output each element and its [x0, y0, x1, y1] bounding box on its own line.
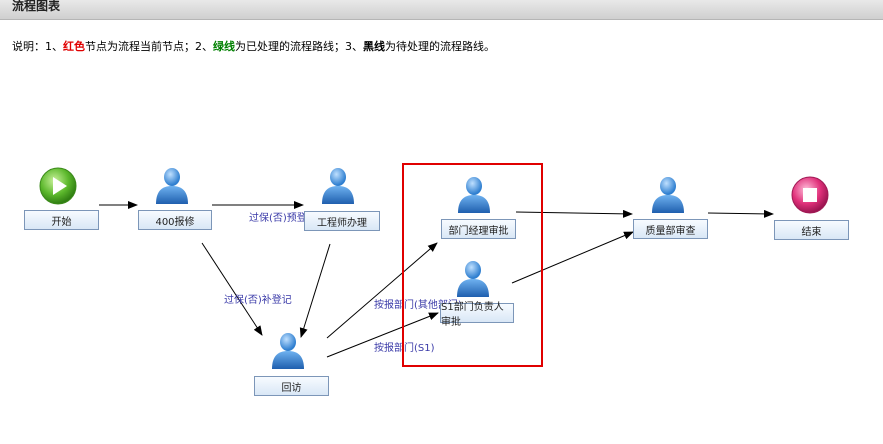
legend-part1: 节点为流程当前节点；2、	[85, 40, 213, 53]
node-engineer-label: 工程师办理	[317, 217, 367, 229]
node-engineer[interactable]: 工程师办理	[304, 211, 380, 231]
user-icon	[322, 168, 354, 204]
user-icon	[652, 177, 684, 213]
page-title: 流程图表	[12, 0, 61, 13]
user-icon	[156, 168, 188, 204]
end-icon	[791, 176, 829, 214]
node-s1-dept-head[interactable]: S1部门负责人审批	[440, 302, 514, 328]
start-icon	[39, 167, 77, 205]
node-quality[interactable]: 质量部审查	[633, 219, 708, 239]
node-revisit[interactable]: 回访	[254, 376, 329, 396]
edge-label-report-s1: 按报部门(S1)	[374, 343, 435, 354]
node-start[interactable]: 开始	[24, 210, 99, 230]
legend-description: 说明：1、红色节点为流程当前节点；2、绿线为已处理的流程路线；3、黑线为待处理的…	[12, 38, 495, 54]
node-400-repair[interactable]: 400报修	[138, 210, 212, 230]
node-dept-manager-label: 部门经理审批	[448, 225, 509, 237]
node-dept-manager[interactable]: 部门经理审批	[441, 219, 516, 239]
node-end-label: 结束	[801, 226, 822, 238]
edge-revisit-to-dept-manager	[326, 242, 438, 339]
node-end[interactable]: 结束	[774, 220, 849, 240]
edge-dept-manager-to-quality	[515, 209, 633, 218]
node-quality-label: 质量部审查	[645, 225, 696, 237]
legend-part2: 为已处理的流程路线；3、	[235, 40, 363, 53]
legend-green-term: 绿线	[213, 40, 235, 53]
legend-red-term: 红色	[63, 40, 85, 53]
user-icon	[272, 333, 304, 369]
edge-400-to-revisit	[201, 242, 263, 336]
edge-quality-to-end	[707, 209, 774, 218]
node-400-repair-label: 400报修	[155, 216, 195, 228]
title-bar: 流程图表	[0, 0, 883, 20]
current-node-highlight	[402, 163, 543, 367]
node-start-label: 开始	[51, 216, 72, 228]
edge-label-warranty-supplement: 过保(否)补登记	[224, 295, 292, 306]
user-icon	[458, 177, 490, 213]
legend-part3: 为待处理的流程路线。	[385, 40, 495, 53]
user-icon	[457, 261, 489, 297]
node-s1-dept-head-label: S1部门负责人审批	[441, 302, 504, 328]
edge-revisit-to-s1	[326, 312, 439, 358]
legend-black-term: 黑线	[363, 40, 385, 53]
edge-s1-to-quality	[511, 231, 634, 284]
edge-label-warranty-register: 过保(否)预登记	[249, 213, 317, 224]
node-revisit-label: 回访	[281, 382, 302, 394]
edge-label-report-other-dept: 按报部门(其他部门)	[374, 300, 462, 311]
legend-prefix: 说明：1、	[12, 40, 63, 53]
edge-engineer-to-revisit	[299, 243, 331, 338]
